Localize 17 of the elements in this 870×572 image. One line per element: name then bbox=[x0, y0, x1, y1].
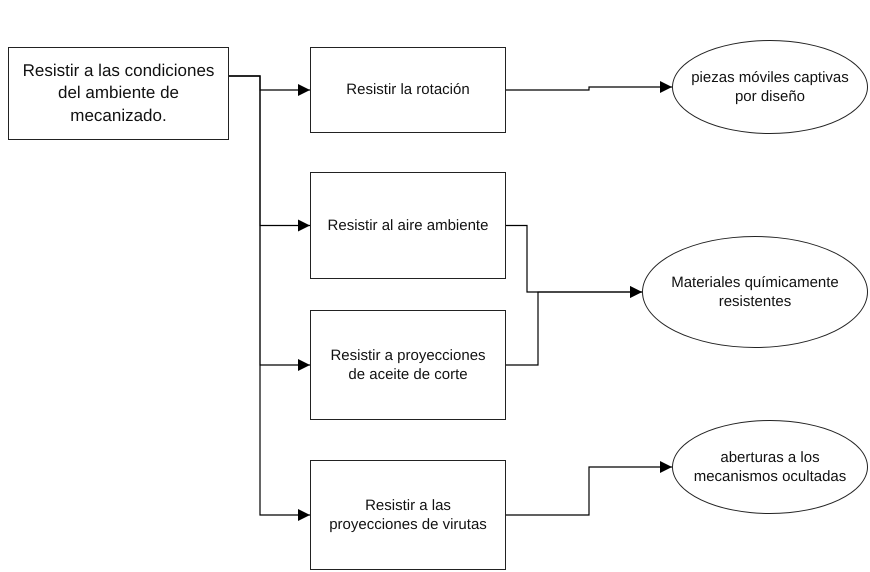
node-label: Resistir la rotación bbox=[346, 80, 470, 100]
node-label: Resistir al aire ambiente bbox=[328, 216, 488, 236]
requirement-box bbox=[310, 310, 506, 420]
arrow bbox=[506, 286, 642, 366]
requirement-box bbox=[310, 460, 506, 570]
node-label: Resistir a proyecciones de aceite de corte bbox=[329, 346, 487, 384]
requirement-box bbox=[310, 172, 506, 279]
node-label: aberturas a los mecanismos ocultadas bbox=[692, 448, 848, 486]
requirement-box bbox=[8, 47, 229, 140]
node-label: Materiales químicamente resistentes bbox=[670, 272, 840, 312]
requirement-box bbox=[310, 47, 506, 133]
node-label: piezas móviles captivas por diseño bbox=[690, 68, 850, 106]
arrow bbox=[229, 75, 310, 521]
node-label: Resistir a las condiciones del ambiente de mecanizado. bbox=[22, 60, 216, 127]
arrow bbox=[506, 461, 672, 516]
node-label: Resistir a las proyecciones de virutas bbox=[328, 496, 488, 534]
arrow bbox=[506, 81, 672, 93]
